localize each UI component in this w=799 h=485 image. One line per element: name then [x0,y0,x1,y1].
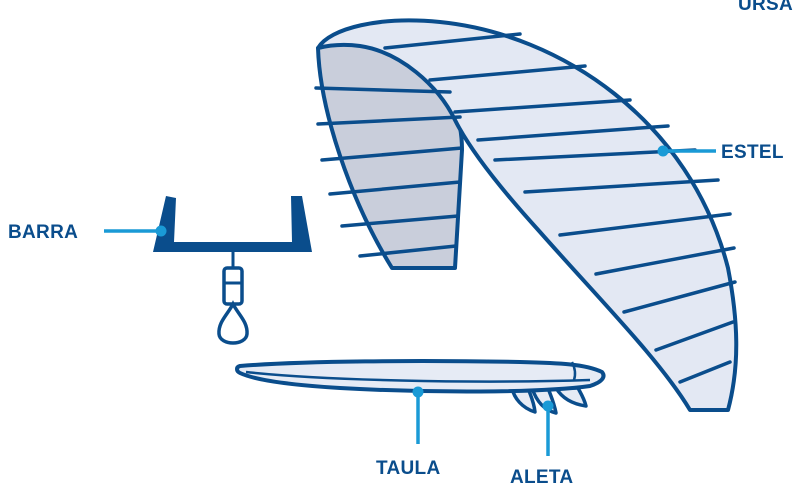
bar-chicken-loop [219,304,247,343]
label-top-cut: URSA [738,0,793,15]
bar-body [153,196,312,252]
bar-clip [224,268,242,304]
label-taula: TAULA [376,458,440,479]
control-bar-icon [153,196,312,343]
label-aleta: ALETA [510,467,573,485]
label-estel: ESTEL [721,142,784,163]
label-barra: BARRA [8,222,78,243]
kite-canopy-icon [316,20,736,410]
